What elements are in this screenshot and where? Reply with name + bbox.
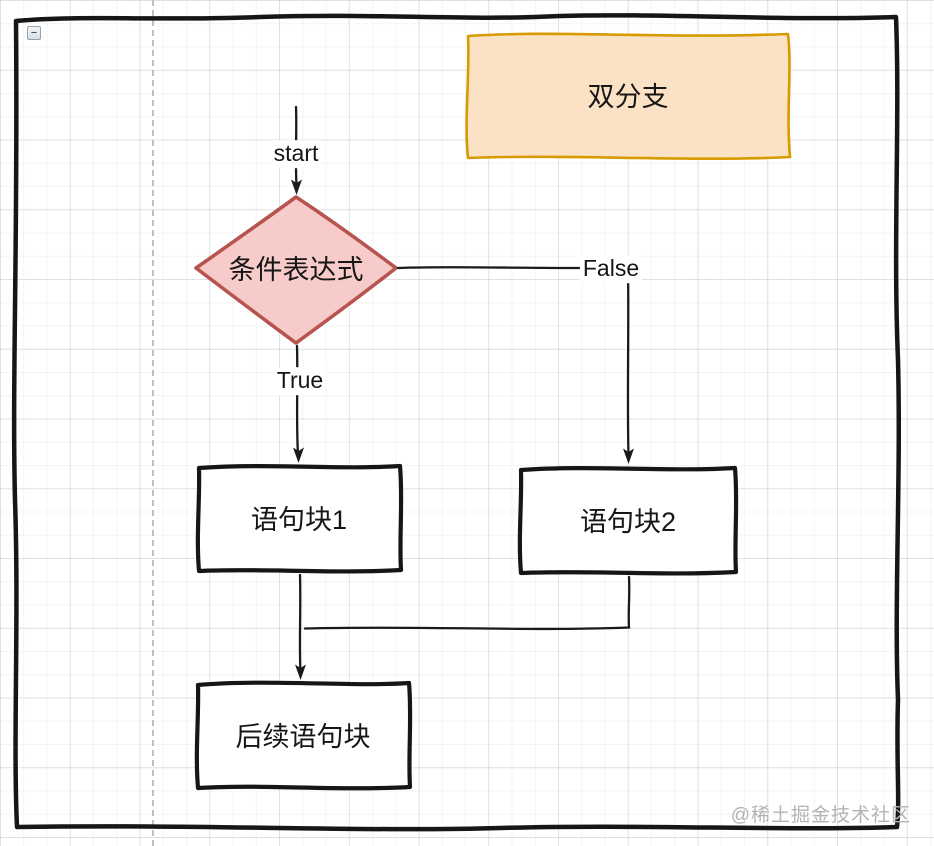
outer-frame[interactable] [11,13,902,832]
condition-label: 条件表达式 [228,254,364,285]
note-label: 双分支 [587,81,669,112]
false-edge-vertical[interactable] [626,266,630,457]
block1-rect[interactable] [195,463,404,574]
collapse-button[interactable]: − [27,26,41,40]
block2-merge-edge[interactable] [303,575,631,631]
false-arrowhead [623,448,634,464]
minus-icon: − [30,26,38,39]
false-edge-label[interactable]: False [579,255,643,283]
condition-diamond[interactable] [194,195,398,345]
note-shape[interactable] [465,32,792,160]
start-arrowhead [291,179,302,195]
block2-label: 语句块2 [579,506,677,537]
start-edge-label[interactable]: start [270,140,322,168]
block2-rect[interactable] [517,465,739,576]
followup-rect[interactable] [194,680,413,791]
block1-label: 语句块1 [250,504,348,535]
block1-to-followup-edge[interactable] [298,573,302,674]
followup-arrowhead [295,664,306,680]
true-edge[interactable] [295,344,300,457]
watermark-text: @稀土掘金技术社区 [730,805,911,826]
true-edge-label[interactable]: True [273,367,327,395]
page-divider-dashed-line [152,0,154,846]
followup-label: 后续语句块 [235,721,371,752]
true-arrowhead [293,447,304,463]
